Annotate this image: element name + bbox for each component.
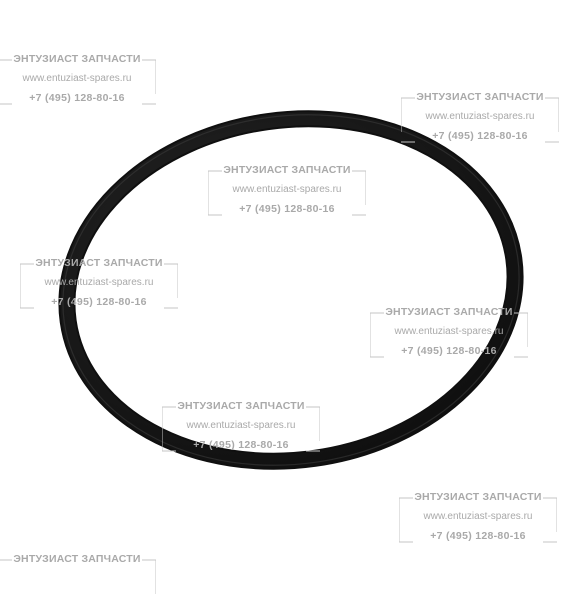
o-ring-photo: [58, 110, 524, 470]
o-ring: [58, 110, 524, 470]
